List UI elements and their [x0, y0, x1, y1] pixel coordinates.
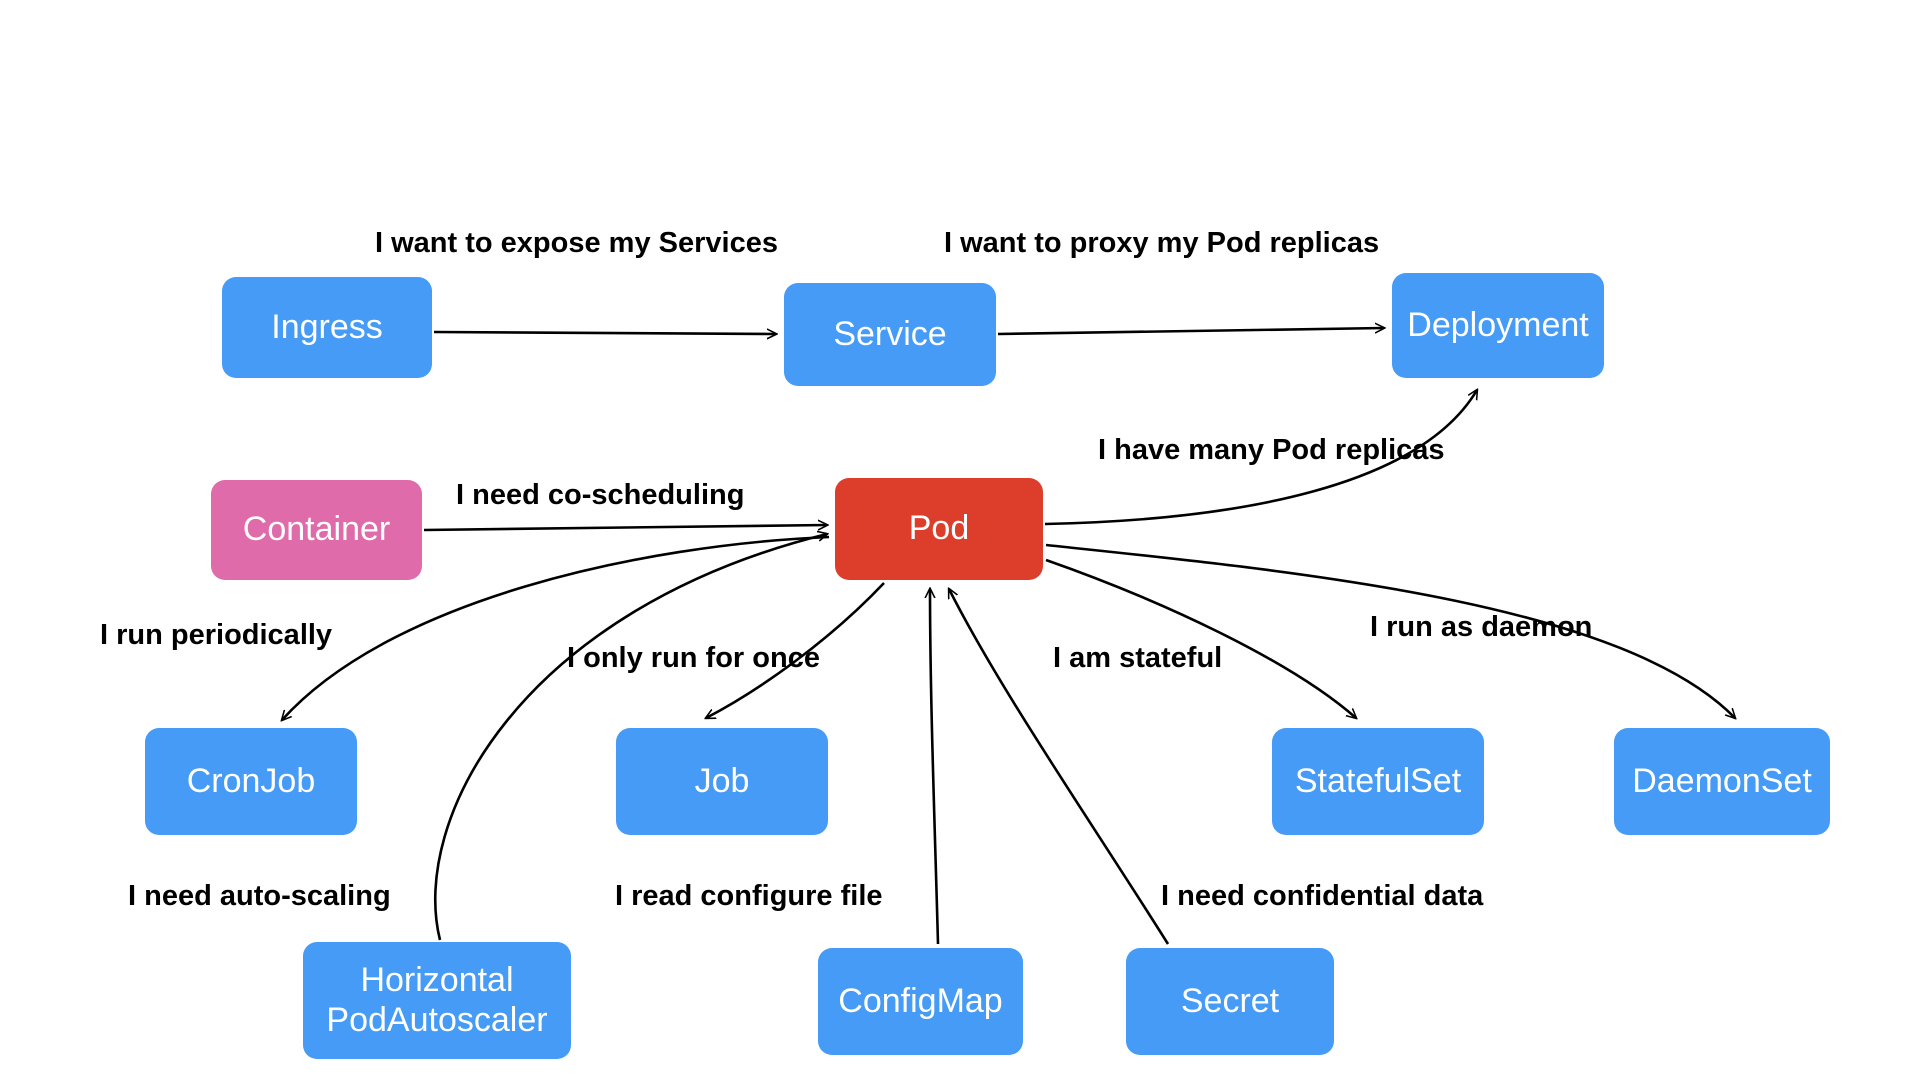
edge-service-to-deployment — [997, 328, 1384, 336]
edge-label-expose-services: I want to expose my Services — [375, 227, 778, 259]
edge-label-co-scheduling: I need co-scheduling — [456, 479, 745, 511]
node-daemonset[interactable]: DaemonSet — [1614, 728, 1830, 835]
edge-pod-to-deployment — [1044, 390, 1477, 526]
node-label: DaemonSet — [1632, 761, 1812, 800]
node-secret[interactable]: Secret — [1126, 948, 1334, 1055]
node-label: StatefulSet — [1294, 761, 1462, 800]
node-configmap[interactable]: ConfigMap — [818, 948, 1023, 1055]
node-label: Ingress — [271, 307, 383, 346]
node-label: CronJob — [186, 761, 316, 800]
node-label: Secret — [1180, 981, 1280, 1020]
edge-pod-to-cronjob — [282, 535, 830, 720]
node-ingress[interactable]: Ingress — [222, 277, 432, 378]
node-pod[interactable]: Pod — [835, 478, 1043, 580]
edge-hpa-to-pod — [433, 534, 827, 941]
edge-label-run-as-daemon: I run as daemon — [1370, 611, 1593, 643]
node-label: Horizontal PodAutoscaler — [326, 961, 548, 1039]
edge-ingress-to-service — [433, 332, 776, 334]
node-label: Job — [694, 761, 750, 800]
node-cronjob[interactable]: CronJob — [145, 728, 357, 835]
edge-label-am-stateful: I am stateful — [1053, 642, 1223, 674]
edge-label-read-configure-file: I read configure file — [615, 880, 883, 912]
edge-configmap-to-pod — [930, 589, 940, 945]
node-label: Container — [242, 510, 391, 549]
edge-label-auto-scaling: I need auto-scaling — [128, 880, 391, 912]
node-job[interactable]: Job — [616, 728, 828, 835]
edge-secret-to-pod — [949, 589, 1170, 945]
node-label: ConfigMap — [838, 981, 1003, 1020]
node-label: Deployment — [1407, 305, 1589, 344]
edge-label-run-periodically: I run periodically — [100, 619, 333, 651]
edge-container-to-pod — [423, 525, 827, 532]
node-service[interactable]: Service — [784, 283, 996, 386]
edge-pod-to-daemonset — [1045, 543, 1735, 718]
node-container[interactable]: Container — [211, 480, 422, 580]
edge-label-proxy-pod-replicas: I want to proxy my Pod replicas — [944, 227, 1380, 259]
edge-label-confidential-data: I need confidential data — [1161, 880, 1484, 912]
node-label: Pod — [908, 509, 970, 548]
edge-label-run-for-once: I only run for once — [567, 642, 820, 674]
node-statefulset[interactable]: StatefulSet — [1272, 728, 1484, 835]
node-horizontal-pod-autoscaler[interactable]: Horizontal PodAutoscaler — [303, 942, 571, 1059]
edge-pod-to-job — [706, 582, 885, 718]
node-label: Service — [833, 314, 947, 353]
edge-label-many-pod-replicas: I have many Pod replicas — [1098, 434, 1445, 466]
edge-pod-to-statefulset — [1045, 558, 1356, 718]
node-deployment[interactable]: Deployment — [1392, 273, 1604, 378]
